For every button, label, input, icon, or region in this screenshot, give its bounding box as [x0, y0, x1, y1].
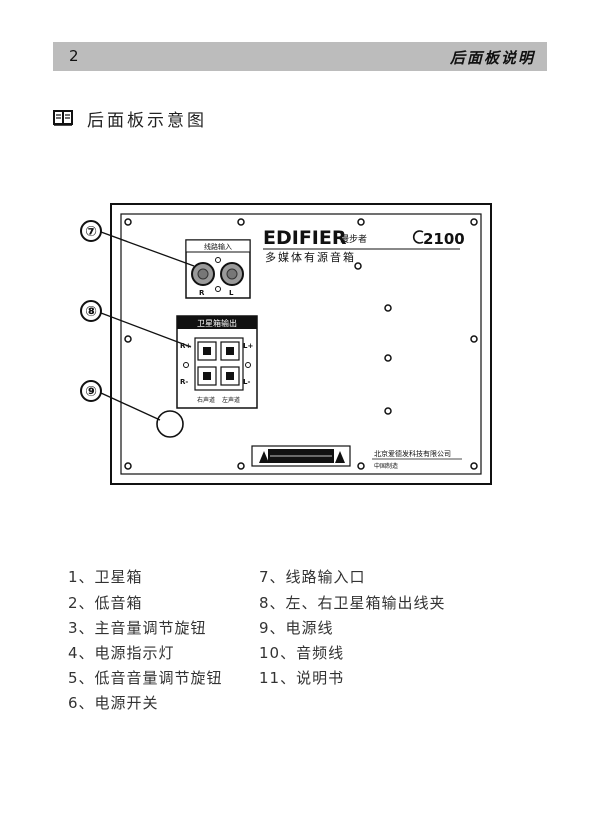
- sat-l-minus: L-: [243, 378, 250, 386]
- legend-item: 11、说明书: [259, 669, 345, 687]
- legend-item: 10、音频线: [259, 644, 345, 662]
- screw: [384, 304, 392, 312]
- model-logo-icon: [412, 230, 424, 244]
- screw: [124, 462, 132, 470]
- legend-item: 1、卫星箱: [68, 568, 143, 586]
- callout-9: ⑨: [85, 384, 97, 400]
- legend-item: 6、电源开关: [68, 694, 159, 712]
- screw: [384, 354, 392, 362]
- screw: [384, 407, 392, 415]
- book-icon: [53, 110, 73, 126]
- sat-l-plus: L+: [243, 342, 253, 350]
- legend-item: 7、线路输入口: [259, 568, 366, 586]
- made-in: 中国制造: [374, 462, 398, 470]
- brand-cn: 漫步者: [340, 233, 367, 245]
- sat-out-label: 卫星箱输出: [197, 318, 237, 328]
- screw: [357, 218, 365, 226]
- terminal-l-minus: [220, 366, 240, 386]
- legend-item: 3、主音量调节旋钮: [68, 619, 207, 637]
- line-in-r: R: [199, 289, 205, 297]
- warning-icon: [335, 451, 345, 463]
- panel-outer: [110, 203, 492, 485]
- line-in-label: 线路输入: [204, 242, 232, 251]
- legend-item: 4、电源指示灯: [68, 644, 175, 662]
- legend-item: 5、低音音量调节旋钮: [68, 669, 223, 687]
- panel-inner: [120, 213, 482, 475]
- screw: [124, 335, 132, 343]
- sat-right-channel: 右声道: [197, 396, 215, 404]
- callout-9-ring: [80, 380, 102, 402]
- company-name: 北京爱德发科技有限公司: [374, 449, 451, 458]
- callout-8-ring: [80, 300, 102, 322]
- model-number: 2100: [423, 230, 465, 248]
- callout-7-ring: [80, 220, 102, 242]
- legend-item: 9、电源线: [259, 619, 334, 637]
- sat-left-channel: 左声道: [222, 396, 240, 404]
- slogan: 多媒体有源音箱: [265, 250, 356, 264]
- legend-item: 8、左、右卫星箱输出线夹: [259, 594, 446, 612]
- callout-7: ⑦: [85, 224, 97, 240]
- screw: [470, 335, 478, 343]
- power-cord-grommet: [156, 410, 184, 438]
- line-in-l: L: [229, 289, 234, 297]
- page-title: 后面板示意图: [87, 110, 207, 131]
- terminal-r-plus: [197, 341, 217, 361]
- section-title: 后面板说明: [449, 49, 535, 67]
- screw: [470, 462, 478, 470]
- screw: [354, 262, 362, 270]
- screw: [124, 218, 132, 226]
- screw: [237, 462, 245, 470]
- sat-out-header: [177, 316, 257, 329]
- rear-panel-diagram: EDIFIER 漫步者 多媒体有源音箱 2100 线路输入 R L 卫星箱输出 …: [80, 203, 492, 485]
- screw: [237, 218, 245, 226]
- title-row: 后面板示意图: [53, 106, 207, 131]
- sat-r-plus: R+: [180, 342, 191, 350]
- sat-r-minus: R-: [180, 378, 188, 386]
- legend-item: 2、低音箱: [68, 594, 143, 612]
- header-bar: 2 后面板说明: [53, 42, 547, 71]
- screw: [470, 218, 478, 226]
- page-number: 2: [69, 47, 79, 65]
- warning-icon: [259, 451, 269, 463]
- terminal-l-plus: [220, 341, 240, 361]
- callout-8: ⑧: [85, 304, 97, 320]
- brand-logo: EDIFIER: [263, 227, 347, 249]
- terminal-r-minus: [197, 366, 217, 386]
- screw: [357, 462, 365, 470]
- line-in-header: [185, 239, 251, 253]
